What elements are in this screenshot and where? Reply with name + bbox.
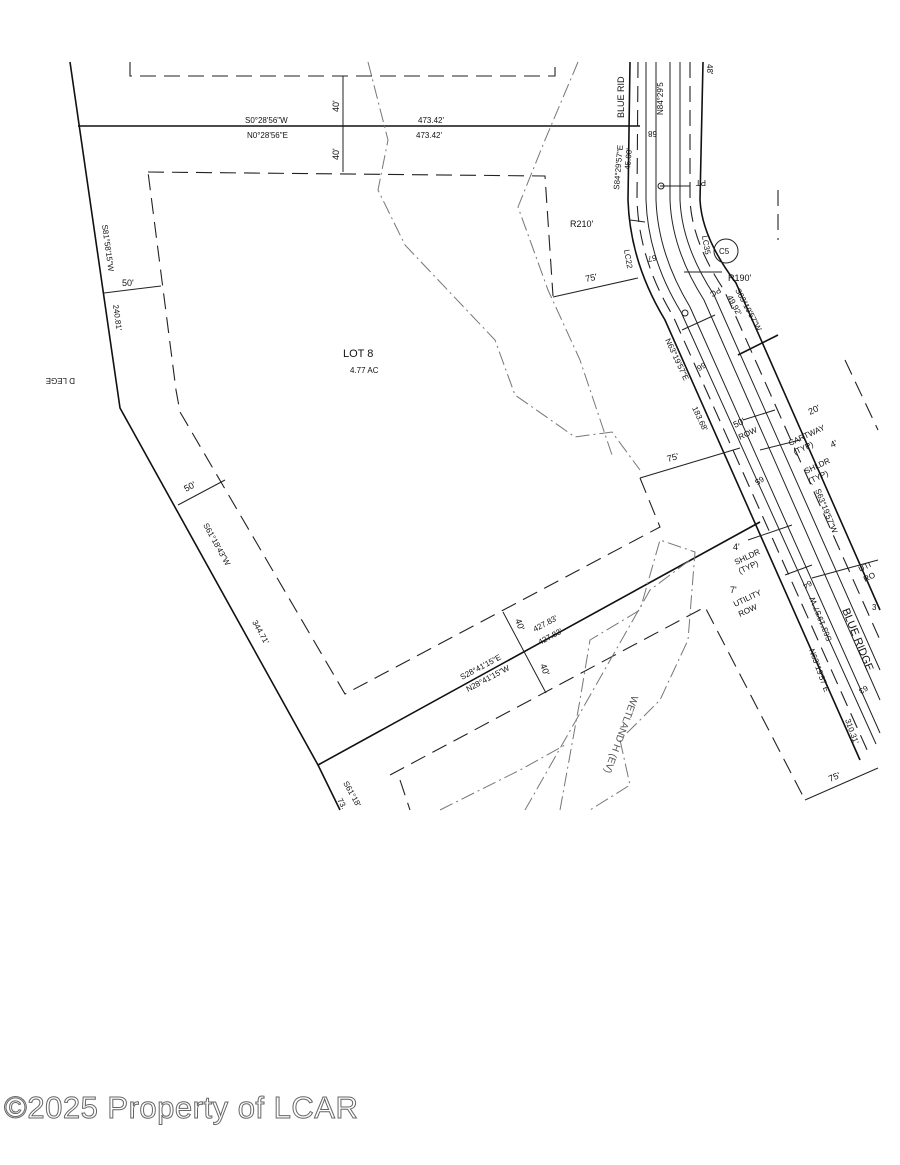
shldr-width-left: 4' [733,542,740,552]
watermark: ©2025 Property of LCAR [3,1090,359,1126]
station-67: 67 [646,253,657,264]
tangent-1-bearing: N63°19'57"E [663,337,690,382]
utility-width: 7' [730,585,737,595]
north-bearing-1: S0°28'56"W [245,116,288,125]
west-bearing: S81°58'15"W [100,224,116,272]
setback-south-top: 40' [513,617,527,632]
west-dist: 240.81' [111,304,124,331]
tangent-3-bearing: S63°19'57"W [808,595,834,643]
pt-label: PT [696,178,706,187]
southwest-dist: 344.71' [250,619,271,647]
lower-dist: 73. [335,797,348,811]
adjacent-lot-setback [129,62,556,77]
building-setback-line [147,171,661,695]
wetland-line-e [439,744,566,811]
lot-area: 4.77 AC [350,366,379,375]
curve-label-left: LC22 [622,249,634,270]
north-dist-2: 473.42' [416,131,442,140]
setback-north-bottom: 40' [331,148,341,160]
tangent-4-dist: 310.31' [843,718,861,746]
setback-road-middle: 75' [666,451,680,464]
shldr-width-right: 4' [829,438,840,450]
row-width: 50' [732,416,747,430]
wetland-line-c [559,539,696,811]
station-68: 68 [648,129,657,138]
curve-label-right: LC35 [700,235,712,256]
chord-1-bearing: S84°29'57"E [612,145,625,191]
east-tie-line [737,334,779,356]
cartway-width: 20' [807,403,822,417]
setback-north-top: 40' [331,100,341,112]
road-dist-top: 48' [705,64,714,75]
setback-west: 50' [122,278,134,288]
partial-right: 3 [872,603,877,612]
lot-name: LOT 8 [343,348,373,360]
setback-south-bottom: 40' [538,662,552,677]
station-66: 66 [695,360,708,373]
pc-label: PC [708,285,722,298]
tangent-4-bearing: N63°19'57"E [807,648,831,694]
road-bearing-top: N84°29'5 [656,82,665,115]
road-name-bottom: BLUE RIDGE [839,607,875,673]
road-name-top: BLUE RID [616,76,626,118]
radius-outer: R190' [728,273,752,283]
wetland-line-b [517,61,613,456]
west-boundary [69,61,341,811]
radius-inner: R210' [570,219,594,229]
north-bearing-2: N0°28'56"E [247,131,288,140]
tangent-1-dist: 183.68' [690,405,709,433]
southwest-bearing: S61°18'43"W [201,522,232,568]
east-setback [844,359,879,431]
north-dist-1: 473.42' [418,116,444,125]
setback-road-upper: 75' [584,272,598,284]
curve-id: C5 [719,247,730,256]
legend-fragment: D LEGE [46,376,75,385]
setback-southwest: 50' [182,479,197,493]
chord-1-dist: 45.00' [623,147,634,170]
setback-road-lower: 75' [827,770,842,784]
wetland-line-a [367,61,641,471]
south-lot-setback-corner [399,779,411,811]
road-blue-ridge [627,61,881,761]
dimension-lines [103,76,879,801]
curve-id-circle [713,238,739,264]
wetland-label: WETLAND H (EV) [601,694,639,775]
wetland-line-d [524,559,691,811]
